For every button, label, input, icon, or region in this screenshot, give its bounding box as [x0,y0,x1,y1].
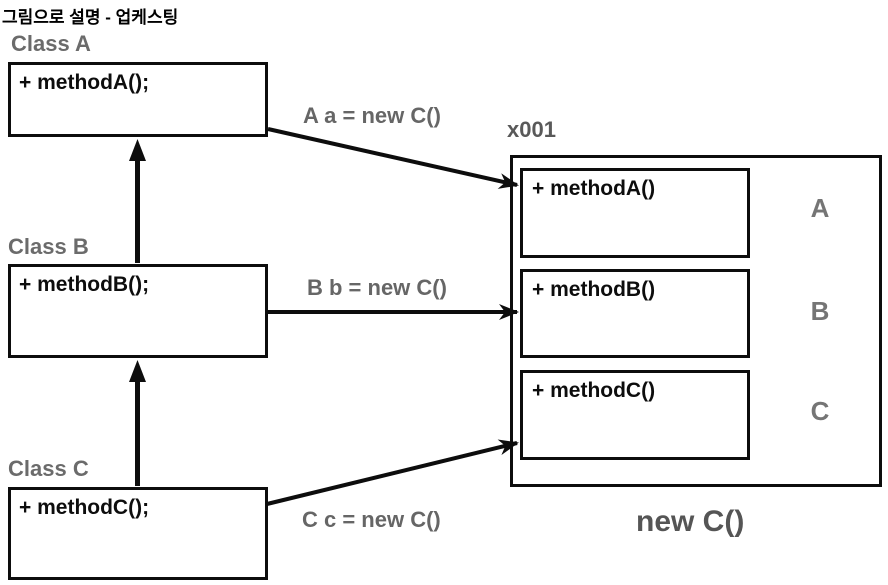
assignment-a-label: A a = new C() [303,103,441,128]
instance-slot-b: + methodB() [520,269,750,358]
instance-caption: new C() [636,505,745,538]
class-c-method: + methodC(); [19,496,150,519]
origin-letter-b: B [810,296,830,326]
instance-slot-b-method: + methodB() [532,278,656,301]
class-a-box: + methodA(); [8,62,268,137]
class-a-method: + methodA(); [19,71,150,94]
instance-slot-a: + methodA() [520,168,750,258]
page-title: 그림으로 설명 - 업케스팅 [2,8,179,27]
inheritance-arrow-c-to-b [129,360,146,486]
class-c-label: Class C [8,456,89,481]
instance-slot-c-method: + methodC() [532,379,656,402]
class-b-method: + methodB(); [19,273,150,296]
inheritance-arrow-b-to-a [129,139,146,263]
assignment-arrow-c [266,439,519,506]
class-a-label: Class A [11,31,91,56]
assignment-b-label: B b = new C() [307,275,447,300]
instance-slot-c: + methodC() [520,370,750,460]
assignment-c-label: C c = new C() [302,507,441,532]
class-b-box: + methodB(); [8,264,268,358]
class-b-label: Class B [8,234,89,259]
origin-letter-c: C [810,396,830,426]
origin-letter-a: A [810,193,830,223]
class-c-box: + methodC(); [8,487,268,580]
instance-address-label: x001 [507,117,556,142]
assignment-arrow-a [267,127,519,189]
instance-slot-a-method: + methodA() [532,177,656,200]
